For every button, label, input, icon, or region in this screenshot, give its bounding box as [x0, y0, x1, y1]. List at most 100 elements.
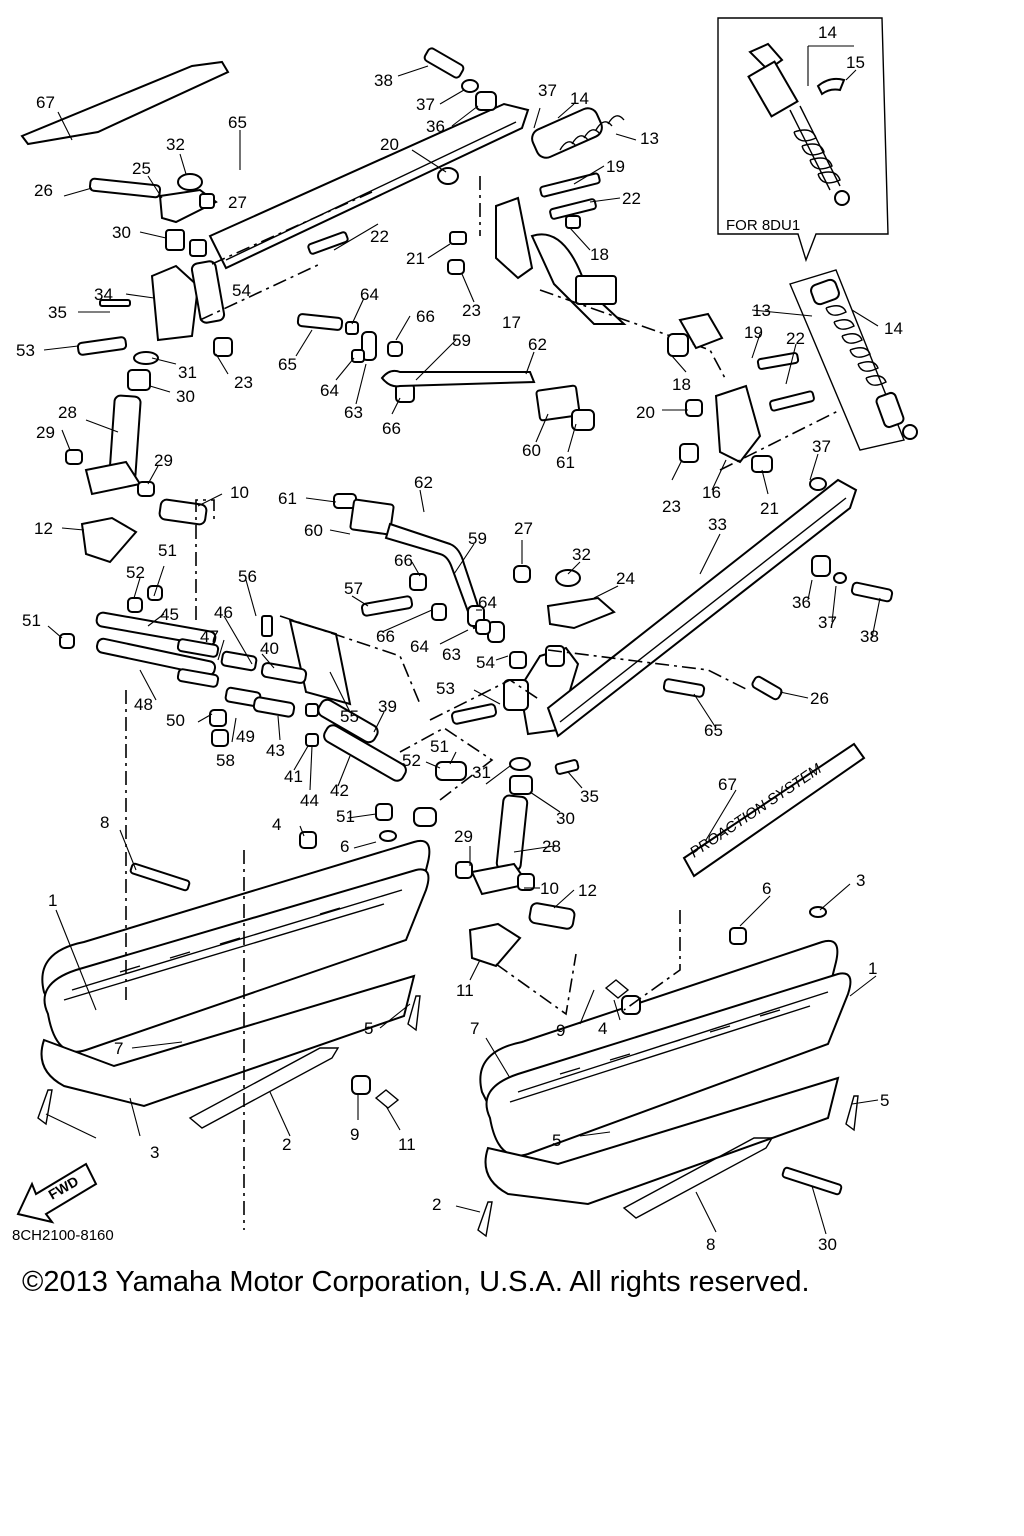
callout-47: 47: [200, 627, 219, 646]
callout-61: 61: [556, 453, 575, 472]
inset-shock-absorber: [747, 42, 857, 206]
callout-22: 22: [622, 189, 641, 208]
callout-31: 31: [178, 363, 197, 382]
callout-23c: 23: [662, 497, 681, 516]
callout-1: 1: [48, 891, 57, 910]
callout-48: 48: [134, 695, 153, 714]
callout-20b: 20: [636, 403, 655, 422]
lower-left-arms: [59, 499, 494, 827]
callout-44: 44: [300, 791, 319, 810]
callout-2: 2: [282, 1135, 291, 1154]
callout-11b: 9: [556, 1021, 565, 1040]
leader-lines: [43, 65, 881, 1235]
callout-65: 65: [228, 113, 247, 132]
callout-12b: 11: [456, 981, 474, 1000]
callout-2b: 8: [706, 1235, 715, 1254]
callout-63b: 63: [442, 645, 461, 664]
callout-66d: 66: [376, 627, 395, 646]
callout-54b: 54: [476, 653, 495, 672]
callout-9b: 4: [598, 1019, 607, 1038]
callout-18b: 18: [672, 375, 691, 394]
callout-51d: 51: [336, 807, 355, 826]
callout-52: 52: [126, 563, 145, 582]
callout-54: 54: [232, 281, 251, 300]
callout-19: 19: [606, 157, 625, 176]
callout-5c: 2: [432, 1195, 441, 1214]
callout-46: 46: [214, 603, 233, 622]
right-shock-absorber: [789, 269, 918, 451]
callout-13: 13: [640, 129, 659, 148]
callout-30: 30: [112, 223, 131, 242]
callout-25: 25: [132, 159, 151, 178]
inset-shock-box: 14 15 FOR 8DU1: [717, 17, 889, 263]
callout-24: 24: [616, 569, 635, 588]
callout-22b: 22: [370, 227, 389, 246]
callout-14: 14: [570, 89, 589, 108]
callout-50: 50: [166, 711, 185, 730]
callout-53b: 53: [436, 679, 455, 698]
callout-62b: 62: [414, 473, 433, 492]
callout-35b: 35: [580, 787, 599, 806]
copyright-notice: ©2013 Yamaha Motor Corporation, U.S.A. A…: [22, 1266, 810, 1298]
decal-upper: [20, 60, 230, 146]
callout-1b: 7: [470, 1019, 479, 1038]
callout-60: 60: [522, 441, 541, 460]
callout-51c: 51: [430, 737, 449, 756]
callout-66b: 66: [382, 419, 401, 438]
callout-29c: 29: [454, 827, 473, 846]
callout-41: 41: [284, 767, 303, 786]
callout-28b: 28: [542, 837, 561, 856]
callout-64b: 64: [320, 381, 339, 400]
callout-38b: 38: [860, 627, 879, 646]
callout-62: 62: [528, 335, 547, 354]
callout-8: 8: [100, 813, 109, 832]
callout-31b: 31: [472, 763, 491, 782]
inset-caption: FOR 8DU1: [726, 217, 800, 234]
right-ski-leg: [546, 477, 894, 738]
callout-39: 39: [378, 697, 397, 716]
callout-7b: 5: [552, 1131, 561, 1150]
callout-49: 49: [236, 727, 255, 746]
callout-10: 10: [230, 483, 249, 502]
callout-23: 23: [234, 373, 253, 392]
callout-6b: 3: [856, 871, 865, 890]
callout-29b: 29: [154, 451, 173, 470]
callout-63: 63: [344, 403, 363, 422]
callout-34: 34: [94, 285, 113, 304]
callout-16: 16: [702, 483, 721, 502]
callout-53: 53: [16, 341, 35, 360]
decal-proaction: PROACTION SYSTEM: [682, 742, 866, 878]
callout-52b: 52: [402, 751, 421, 770]
callout-64d: 64: [410, 637, 429, 656]
upper-left-ski-leg: [199, 47, 625, 403]
callout-33: 33: [708, 515, 727, 534]
callout-9: 9: [350, 1125, 359, 1144]
callout-6: 6: [340, 837, 349, 856]
callout-37d: 37: [818, 613, 837, 632]
callout-37b: 37: [538, 81, 557, 100]
upper-center-bracket: [447, 172, 727, 381]
callout-3: 3: [150, 1143, 159, 1162]
callout-42: 42: [330, 781, 349, 800]
callout-59: 59: [452, 331, 471, 350]
callout-38: 38: [374, 71, 393, 90]
callout-64c: 64: [478, 593, 497, 612]
inset-callout-15: 15: [846, 53, 865, 72]
callout-5: 5: [364, 1019, 373, 1038]
tie-rods: [333, 369, 595, 630]
callout-23b: 23: [462, 301, 481, 320]
callout-60b: 60: [304, 521, 323, 540]
callout-37: 37: [416, 95, 435, 114]
left-ski: [37, 690, 431, 1230]
callout-numbers: 67 65 32 25 26 27 30 34 35 53 54 31 23 2…: [16, 71, 903, 1254]
lower-right-spindle: [455, 757, 580, 1016]
callout-40: 40: [260, 639, 279, 658]
callout-22c: 22: [786, 329, 805, 348]
decal-proaction-text: PROACTION SYSTEM: [687, 760, 825, 861]
callout-32b: 32: [572, 545, 591, 564]
callout-65c: 65: [704, 721, 723, 740]
callout-21b: 21: [760, 499, 779, 518]
callout-20: 20: [380, 135, 399, 154]
callout-36: 36: [426, 117, 445, 136]
callout-10b: 12: [578, 881, 597, 900]
